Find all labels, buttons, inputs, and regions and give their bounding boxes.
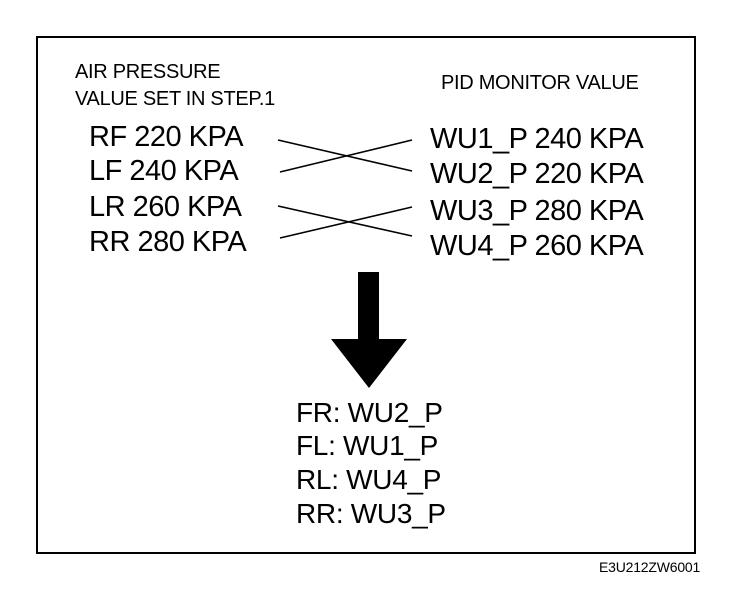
connector-line-lr-wu4: [277, 205, 413, 237]
header-left-line1: AIR PRESSURE: [75, 61, 221, 83]
connector-line-lf-wu1: [279, 139, 413, 173]
header-right: PID MONITOR VALUE: [441, 72, 639, 94]
monitor-value-wu3: WU3_P 280 KPA: [430, 195, 644, 227]
result-rr: RR: WU3_P: [296, 498, 446, 529]
monitor-value-wu2: WU2_P 220 KPA: [430, 158, 644, 190]
diagram-frame: [36, 36, 696, 554]
monitor-value-wu4: WU4_P 260 KPA: [430, 230, 644, 262]
result-rl: RL: WU4_P: [296, 464, 442, 495]
header-left-line2: VALUE SET IN STEP.1: [75, 88, 275, 110]
figure-code: E3U212ZW6001: [599, 559, 701, 575]
result-fl: FL: WU1_P: [296, 430, 439, 461]
result-fr: FR: WU2_P: [296, 397, 443, 428]
set-value-rf: RF 220 KPA: [89, 121, 244, 153]
set-value-rr: RR 280 KPA: [89, 226, 247, 258]
set-value-lf: LF 240 KPA: [89, 155, 239, 187]
set-value-lr: LR 260 KPA: [89, 191, 242, 223]
down-arrow-icon: [331, 272, 407, 388]
monitor-value-wu1: WU1_P 240 KPA: [430, 123, 644, 155]
connector-line-rr-wu3: [279, 206, 413, 239]
